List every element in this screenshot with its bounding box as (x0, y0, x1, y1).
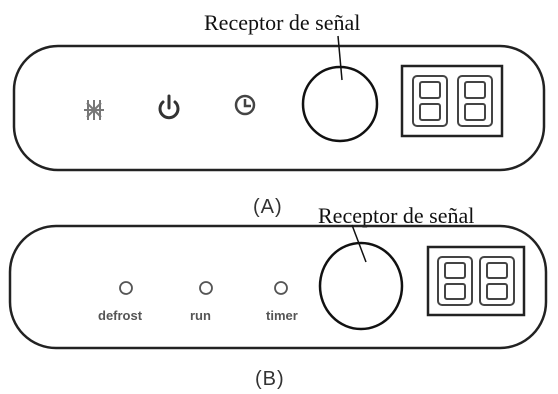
display-frame-a (400, 64, 504, 138)
control-panel-b (8, 224, 548, 350)
seven-segment-digits-a (412, 75, 493, 127)
panel-a-label: (A) (253, 196, 283, 218)
snowflake-icon (84, 100, 104, 120)
led-label-defrost: defrost (98, 308, 143, 323)
signal-receiver-callout-a: Receptor de señal (204, 10, 361, 35)
control-panel-a (12, 44, 546, 172)
power-icon (158, 94, 180, 120)
led-label-run: run (190, 308, 211, 323)
led-run (199, 281, 213, 295)
signal-receiver-callout-b: Receptor de señal (318, 203, 475, 228)
signal-receiver-a (301, 65, 379, 143)
callout-line-a (337, 35, 343, 81)
led-label-timer: timer (266, 308, 298, 323)
display-frame-b (426, 245, 526, 317)
signal-receiver-b (318, 241, 404, 331)
callout-line-b (351, 224, 367, 263)
seven-segment-digits-b (437, 256, 515, 306)
clock-icon (234, 94, 256, 116)
panel-b-label: (B) (255, 368, 285, 390)
led-defrost (119, 281, 133, 295)
led-timer (274, 281, 288, 295)
